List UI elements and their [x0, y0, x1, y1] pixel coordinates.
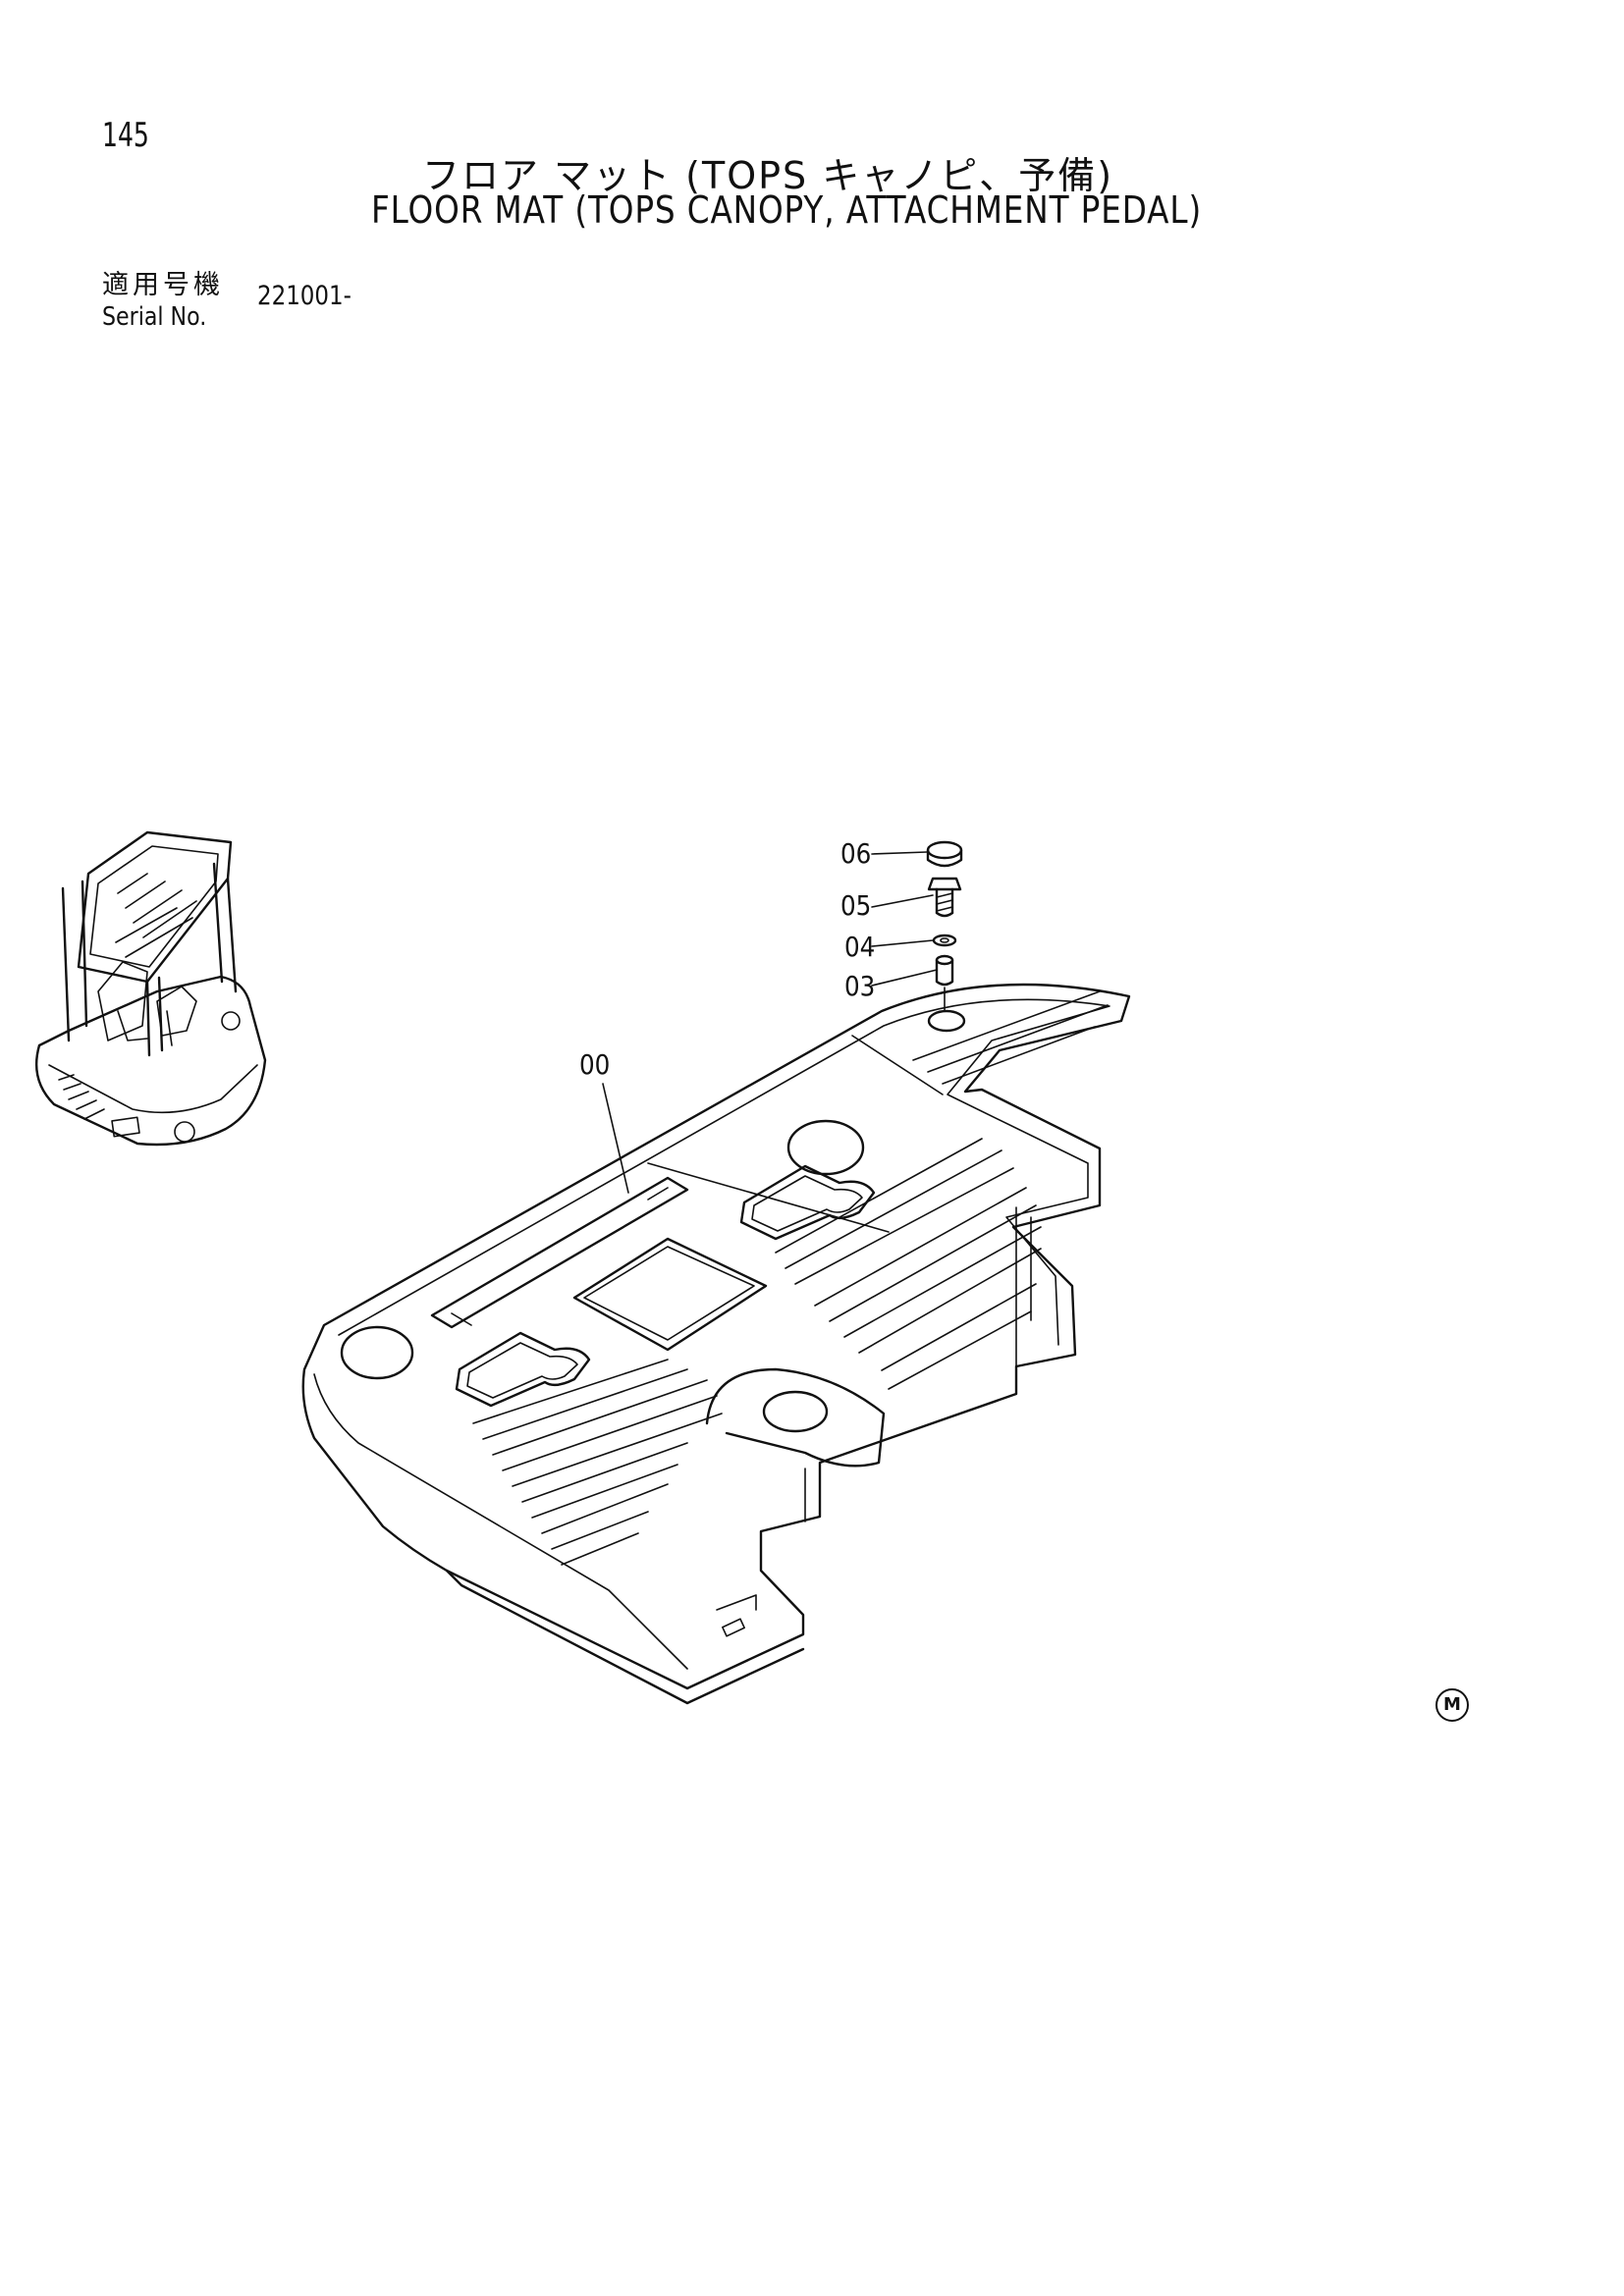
- excavator-overview-illustration: [35, 830, 267, 1147]
- parts-stack: [602, 840, 963, 1194]
- circled-m-mark: M: [1435, 1688, 1469, 1722]
- callout-06: 06: [840, 837, 872, 870]
- floor-mat-drawing: [301, 983, 1131, 1705]
- serial-label-english: Serial No.: [102, 302, 207, 332]
- callout-04: 04: [844, 931, 876, 963]
- callout-03: 03: [844, 970, 876, 1002]
- callout-05: 05: [840, 889, 872, 922]
- callout-00: 00: [579, 1048, 611, 1081]
- serial-number-value: 221001-: [257, 281, 352, 311]
- title-english: FLOOR MAT (TOPS CANOPY, ATTACHMENT PEDAL…: [371, 188, 1203, 232]
- page-number: 145: [102, 116, 149, 155]
- title-japanese: フロア マット (TOPS キャノピ、予備): [422, 154, 1114, 197]
- serial-label-japanese: 適用号機: [102, 270, 224, 300]
